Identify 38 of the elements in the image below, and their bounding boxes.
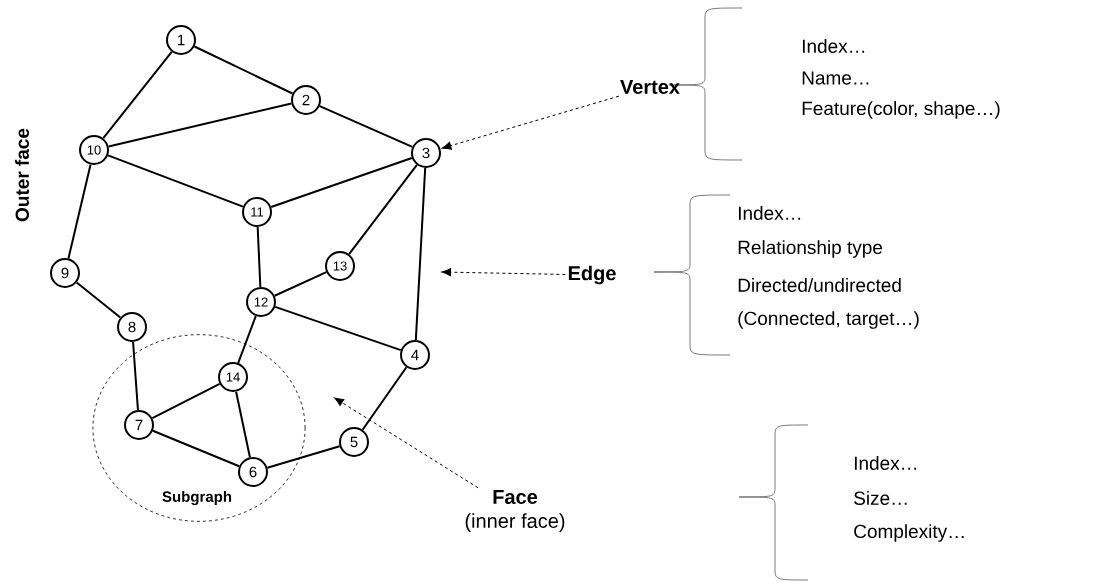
- leader-arrow: [441, 95, 620, 150]
- graph-edge: [75, 281, 122, 319]
- term-label: Vertex: [620, 80, 680, 94]
- graph-edge: [414, 166, 427, 341]
- graph-edge: [274, 305, 402, 352]
- graph-edge: [151, 382, 221, 420]
- graph-edge: [107, 102, 293, 148]
- graph-edge: [132, 340, 139, 412]
- graph-edge: [318, 105, 414, 148]
- graph-edge: [237, 315, 257, 364]
- graph-edge: [256, 226, 262, 288]
- list-item: Relationship type: [738, 240, 883, 258]
- leader-arrow: [334, 397, 479, 489]
- list-item: Name…: [802, 71, 869, 85]
- term-label: Edge: [568, 265, 616, 285]
- side-label: Outer face: [15, 128, 29, 222]
- list-item: Feature(color, shape…): [802, 101, 1000, 119]
- list-item: Index…: [738, 206, 801, 220]
- list-item: Index…: [802, 39, 865, 53]
- leader-arrow: [441, 268, 566, 277]
- term-label: Face (inner face): [465, 490, 565, 532]
- graph-edge: [270, 156, 413, 209]
- graph-edge: [67, 163, 92, 260]
- graph-edge: [107, 154, 244, 208]
- graph-edge: [348, 163, 418, 256]
- list-item: Size…: [854, 491, 907, 505]
- graph-edge: [235, 390, 251, 459]
- graph-edge: [102, 50, 173, 140]
- list-item: Index…: [854, 456, 917, 470]
- graph-edge: [151, 429, 241, 468]
- list-item: (Connected, target…): [738, 311, 919, 329]
- graph-edge: [266, 445, 341, 469]
- list-item: Directed/undirected: [738, 278, 901, 292]
- graph-edge: [361, 366, 408, 431]
- list-item: Complexity…: [854, 524, 964, 542]
- graph-edge: [193, 45, 294, 95]
- graph-edge: [273, 271, 328, 297]
- subgraph-label: Subgraph: [162, 490, 232, 505]
